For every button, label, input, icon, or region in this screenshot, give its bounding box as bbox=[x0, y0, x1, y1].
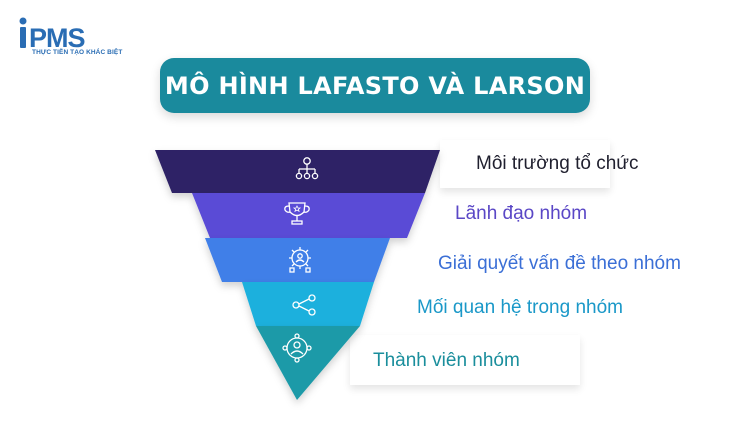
page-title: MÔ HÌNH LAFASTO VÀ LARSON bbox=[164, 71, 586, 100]
member-network-icon bbox=[282, 333, 312, 363]
share-nodes-icon bbox=[292, 294, 316, 316]
funnel-level-4 bbox=[242, 282, 374, 326]
ipms-logo-mark: PMS bbox=[19, 17, 86, 50]
level-label-5: Thành viên nhóm bbox=[373, 350, 520, 371]
level-label-4: Mối quan hệ trong nhóm bbox=[417, 297, 623, 318]
funnel-level-1 bbox=[155, 150, 440, 193]
org-chart-icon bbox=[295, 157, 319, 180]
trophy-icon bbox=[284, 202, 310, 225]
ipms-logo: PMS THỰC TIỄN TẠO KHÁC BIỆT bbox=[18, 16, 128, 62]
team-gear-icon bbox=[289, 247, 311, 273]
funnel-level-5 bbox=[256, 326, 360, 400]
level-label-2: Lãnh đạo nhóm bbox=[455, 203, 588, 224]
level-label-3: Giải quyết vấn đề theo nhóm bbox=[438, 253, 681, 274]
svg-text:PMS: PMS bbox=[29, 23, 85, 50]
level-label-1: Môi trường tổ chức bbox=[476, 153, 639, 174]
logo-tagline: THỰC TIỄN TẠO KHÁC BIỆT bbox=[32, 49, 123, 56]
funnel-level-2 bbox=[192, 193, 425, 238]
title-banner: MÔ HÌNH LAFASTO VÀ LARSON bbox=[160, 58, 590, 113]
funnel-level-3 bbox=[205, 238, 390, 282]
